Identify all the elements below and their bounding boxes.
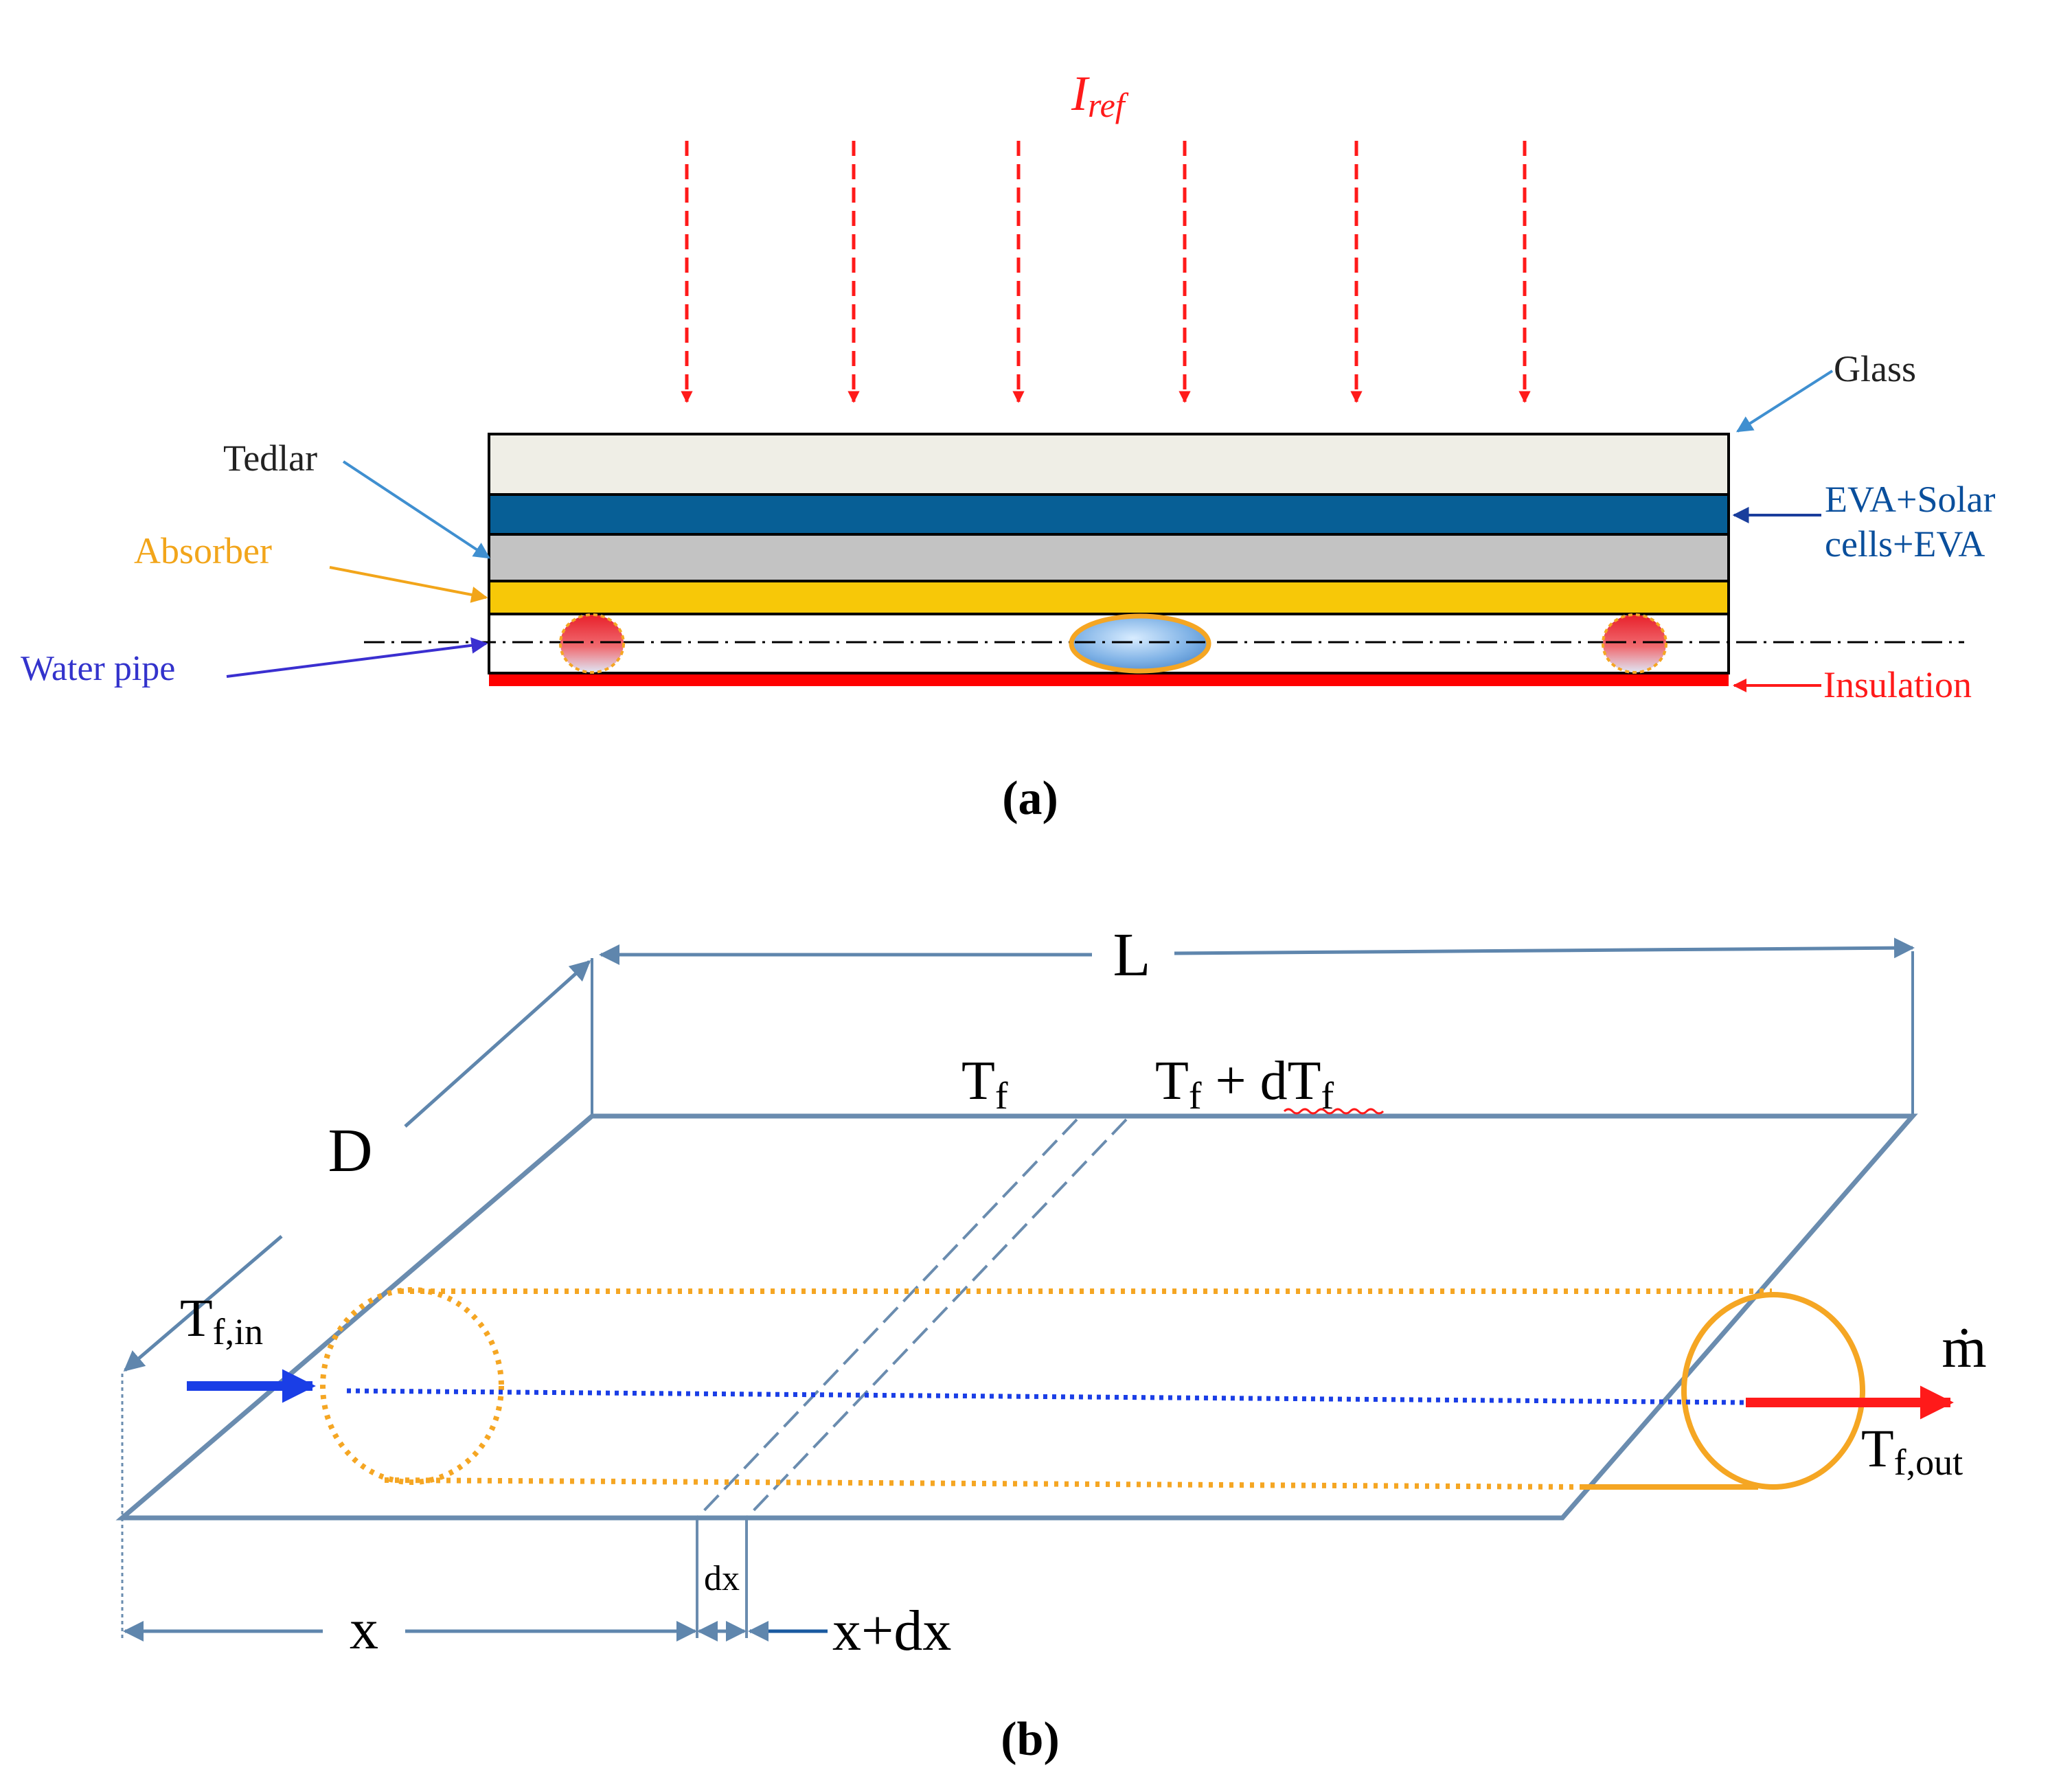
sun-arrows — [681, 141, 1531, 403]
irradiance-label: Iref — [1071, 66, 1129, 124]
absorber-label: Absorber — [134, 530, 272, 571]
water-pipe-pointer — [226, 637, 488, 678]
inlet-label: Tf,in — [180, 1288, 263, 1352]
tedlar-label: Tedlar — [223, 438, 317, 479]
glass-layer — [488, 433, 1730, 496]
tf-dtf-subscript: f — [1189, 1075, 1202, 1117]
absorber-layer — [488, 580, 1730, 615]
outlet-symbol: T — [1861, 1418, 1894, 1478]
x-label: x — [350, 1598, 378, 1661]
x-dx-label: x+dx — [832, 1599, 951, 1663]
inlet-symbol: T — [180, 1288, 213, 1348]
tf-dtf-symbol: T — [1155, 1051, 1189, 1111]
pipe-left — [559, 613, 625, 674]
flow-centerline — [346, 1388, 1745, 1405]
insulation-layer — [489, 674, 1729, 686]
tedlar-layer — [488, 533, 1730, 582]
panel-b: L D Tf,in Tf,out ṁ Tf Tf + dTf — [115, 921, 1987, 1766]
tf-dtf-label: Tf + dTf — [1155, 1051, 1334, 1117]
length-arrow-right — [1174, 938, 1915, 959]
panel-a: Iref G — [21, 66, 1995, 825]
tf-subscript: f — [995, 1075, 1008, 1117]
depth-arrow-upper — [404, 959, 591, 1128]
caption-a: (a) — [1002, 772, 1058, 825]
glass-label: Glass — [1834, 348, 1916, 389]
caption-b: (b) — [1001, 1713, 1060, 1766]
depth-arrow-lower — [123, 1235, 283, 1372]
slice-line-left — [696, 1118, 1078, 1519]
absorber-pointer — [329, 566, 488, 603]
eva-solar-layer — [488, 493, 1730, 536]
tf-dtf-plus: + dT — [1202, 1051, 1321, 1111]
eva-label-line2: cells+EVA — [1825, 523, 1985, 565]
tf-dtf-subscript2: f — [1321, 1075, 1334, 1117]
irradiance-symbol: I — [1071, 66, 1090, 121]
spellcheck-underline — [1283, 1108, 1385, 1115]
pipe-right — [1602, 613, 1667, 674]
tf-label: Tf — [961, 1051, 1008, 1117]
outlet-subscript: f,out — [1894, 1442, 1963, 1483]
depth-label: D — [328, 1117, 373, 1185]
pipe-center — [1069, 613, 1211, 674]
length-label: L — [1113, 921, 1151, 989]
eva-label-line1: EVA+Solar — [1825, 479, 1995, 520]
mass-flow-label: ṁ — [1942, 1316, 1986, 1380]
outlet-label: Tf,out — [1861, 1418, 1963, 1483]
slice-line-right — [745, 1118, 1128, 1519]
water-pipe-label: Water pipe — [21, 649, 175, 688]
tf-symbol: T — [961, 1051, 995, 1111]
tedlar-pointer — [342, 460, 491, 559]
plate — [115, 1113, 1918, 1521]
inlet-subscript: f,in — [213, 1311, 264, 1352]
glass-pointer — [1735, 370, 1834, 433]
pipe-inlet-circle — [320, 1287, 504, 1485]
insulation-label: Insulation — [1823, 664, 1972, 705]
pipe-outlet-circle — [1681, 1292, 1865, 1490]
pipe-body-bottom — [384, 1477, 1580, 1490]
dx-label: dx — [704, 1559, 740, 1598]
irradiance-subscript: ref — [1088, 86, 1129, 124]
